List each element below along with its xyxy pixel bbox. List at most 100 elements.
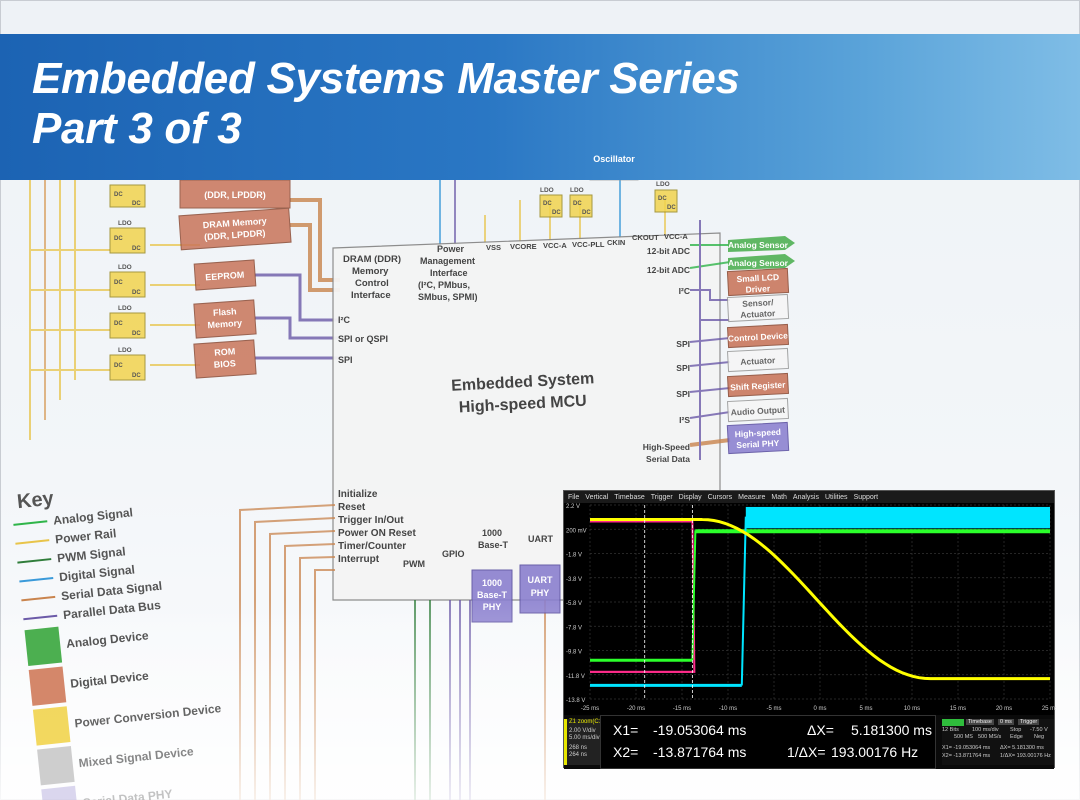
mcu-left-label-1: Memory — [352, 266, 389, 277]
pin-right-adc2: 12-bit ADC — [647, 265, 690, 275]
pin-right-i2s: I²S — [679, 415, 690, 425]
x2-label: X2= — [613, 744, 639, 760]
pin-vcore: VCORE — [510, 242, 537, 251]
tb-slope: Neg — [1034, 734, 1045, 740]
mcu-bottom-5: Interrupt — [338, 554, 380, 565]
x1-label: X1= — [613, 722, 639, 738]
oscillator-label: Oscillator — [593, 154, 635, 164]
tb-x1: X1= -19.053064 ms — [942, 745, 991, 751]
dram2-label-1: DRAM Memory — [203, 216, 268, 230]
mcu-title-1: Embedded System — [451, 370, 595, 394]
key-block-swatch — [37, 746, 75, 786]
tb-rate: 500 MS/s — [978, 734, 1002, 740]
mcu-bottom-0: Initialize — [338, 489, 378, 500]
pin-right-adc1: 12-bit ADC — [647, 246, 690, 256]
mcu-title-2: High-speed MCU — [458, 393, 587, 417]
pin-left-i2c: I²C — [338, 315, 350, 325]
pin-left-spi-qspi: SPI or QSPI — [338, 334, 388, 344]
sensor-label-2: Actuator — [740, 308, 776, 320]
dx-label: ΔX= — [807, 722, 834, 738]
tb-header-timebase: Timebase — [966, 719, 994, 725]
sensor-label-1: Sensor/ — [742, 297, 774, 309]
timebase-panel[interactable]: Timebase 0 ms Trigger 12 Bits 100 ms/div… — [942, 719, 1054, 765]
key-block-label: Serial Data PHY — [82, 786, 174, 800]
scope-menu-item-file[interactable]: File — [568, 493, 580, 501]
dcdc-bot-7: DC — [582, 210, 591, 216]
ldo-label-5: LDO — [540, 187, 554, 194]
analog-sensor-2: Analog Sensor — [728, 258, 789, 268]
mcu-left-label-2: Control — [355, 278, 389, 289]
x-tick-label: 10 ms — [904, 706, 920, 712]
x-tick-label: 20 ms — [996, 706, 1012, 712]
lcd-label-2: Driver — [745, 283, 771, 294]
dram1-label: (DDR, LPDDR) — [204, 190, 266, 200]
pin-right-spi3: SPI — [676, 389, 690, 399]
title-line-2: Part 3 of 3 — [32, 104, 242, 153]
scope-menu-item-display[interactable]: Display — [678, 493, 702, 501]
key-swatch — [21, 595, 56, 602]
trace-yellow — [590, 517, 1051, 681]
tb-level: -7.50 V — [1030, 727, 1048, 733]
mcu-bottom-1: Reset — [338, 502, 366, 513]
key-swatch — [19, 576, 54, 583]
pmi-label-3: (I²C, PMbus, — [418, 280, 470, 290]
key-swatch — [23, 614, 58, 621]
pmi-label-1: Management — [420, 256, 475, 266]
pin-right-spi2: SPI — [676, 363, 690, 373]
dcdc-bot-2: DC — [132, 246, 141, 252]
y-tick-label: -7.8 V — [566, 625, 582, 631]
tb-invdx: 1/ΔX= 193.00176 Hz — [1000, 753, 1051, 759]
dcdc-bot-5: DC — [132, 373, 141, 379]
key-block-label: Analog Device — [65, 628, 150, 651]
y-tick-label: -11.8 V — [566, 674, 585, 680]
scope-menu-item-math[interactable]: Math — [771, 493, 787, 501]
pin-right-i2c: I²C — [679, 286, 690, 296]
tb-status — [942, 719, 964, 726]
uart-phy-2: PHY — [531, 588, 550, 598]
inv-dx-value: 193.00176 Hz — [831, 744, 919, 760]
scope-menu-item-vertical[interactable]: Vertical — [585, 493, 609, 501]
audio-label: Audio Output — [730, 405, 785, 418]
dcdc-top-1: DC — [114, 192, 123, 198]
pin-vccpll: VCC-PLL — [572, 240, 605, 249]
y-tick-label: -5.8 V — [566, 601, 582, 607]
scope-menu-bar: File Vertical Timebase Trigger Display Cursor… — [564, 491, 1054, 503]
y-tick-label: 2.2 V — [566, 504, 580, 510]
scope-menu-item-utilities[interactable]: Utilities — [825, 493, 848, 501]
pin-right-hs2: Serial Data — [646, 454, 690, 464]
x-tick-label: 15 ms — [950, 706, 966, 712]
y-tick-label: 200 mV — [566, 528, 587, 534]
phy-label-2: Serial PHY — [736, 438, 780, 450]
scope-menu-item-cursors[interactable]: Cursors — [707, 493, 733, 501]
pin-gpio: GPIO — [442, 549, 465, 559]
dcdc-top-7: DC — [573, 201, 582, 207]
y-tick-label: -1.8 V — [566, 553, 582, 559]
scope-menu-item-support[interactable]: Support — [853, 493, 879, 501]
dcdc-top-2: DC — [114, 236, 123, 242]
scope-menu-item-trigger[interactable]: Trigger — [650, 493, 673, 501]
dcdc-top-3: DC — [114, 280, 123, 286]
mcu-left-label-3: Interface — [351, 290, 391, 301]
channel-z1-box[interactable]: Z1 zoom(C1) 2.00 V/div 5.00 ms/div 268 n… — [564, 719, 604, 765]
scope-menu-item-measure[interactable]: Measure — [738, 493, 766, 501]
pin-left-spi: SPI — [338, 355, 353, 365]
channel-vdiv: 2.00 V/div — [569, 728, 596, 734]
shift-label: Shift Register — [730, 380, 786, 393]
mcu-bottom-2: Trigger In/Out — [338, 515, 404, 526]
pin-vss: VSS — [486, 243, 501, 252]
dram2-label-2: (DDR, LPDDR) — [204, 228, 266, 242]
ldo-label-1: LDO — [118, 220, 132, 227]
x-tick-label: -10 ms — [719, 706, 737, 712]
x-tick-label: 0 ms — [813, 706, 826, 712]
scope-menu-item-analysis[interactable]: Analysis — [792, 493, 819, 501]
x-tick-label: -25 ms — [581, 706, 599, 712]
dcdc-bot-3: DC — [132, 290, 141, 296]
scope-menu-item-timebase[interactable]: Timebase — [614, 493, 645, 501]
actuator-label: Actuator — [740, 355, 776, 367]
analog-sensor-1: Analog Sensor — [728, 240, 789, 250]
dcdc-top-5: DC — [114, 363, 123, 369]
page-title: Embedded Systems Master Series Part 3 of… — [32, 54, 740, 154]
pin-vcca: VCC-A — [543, 241, 567, 250]
